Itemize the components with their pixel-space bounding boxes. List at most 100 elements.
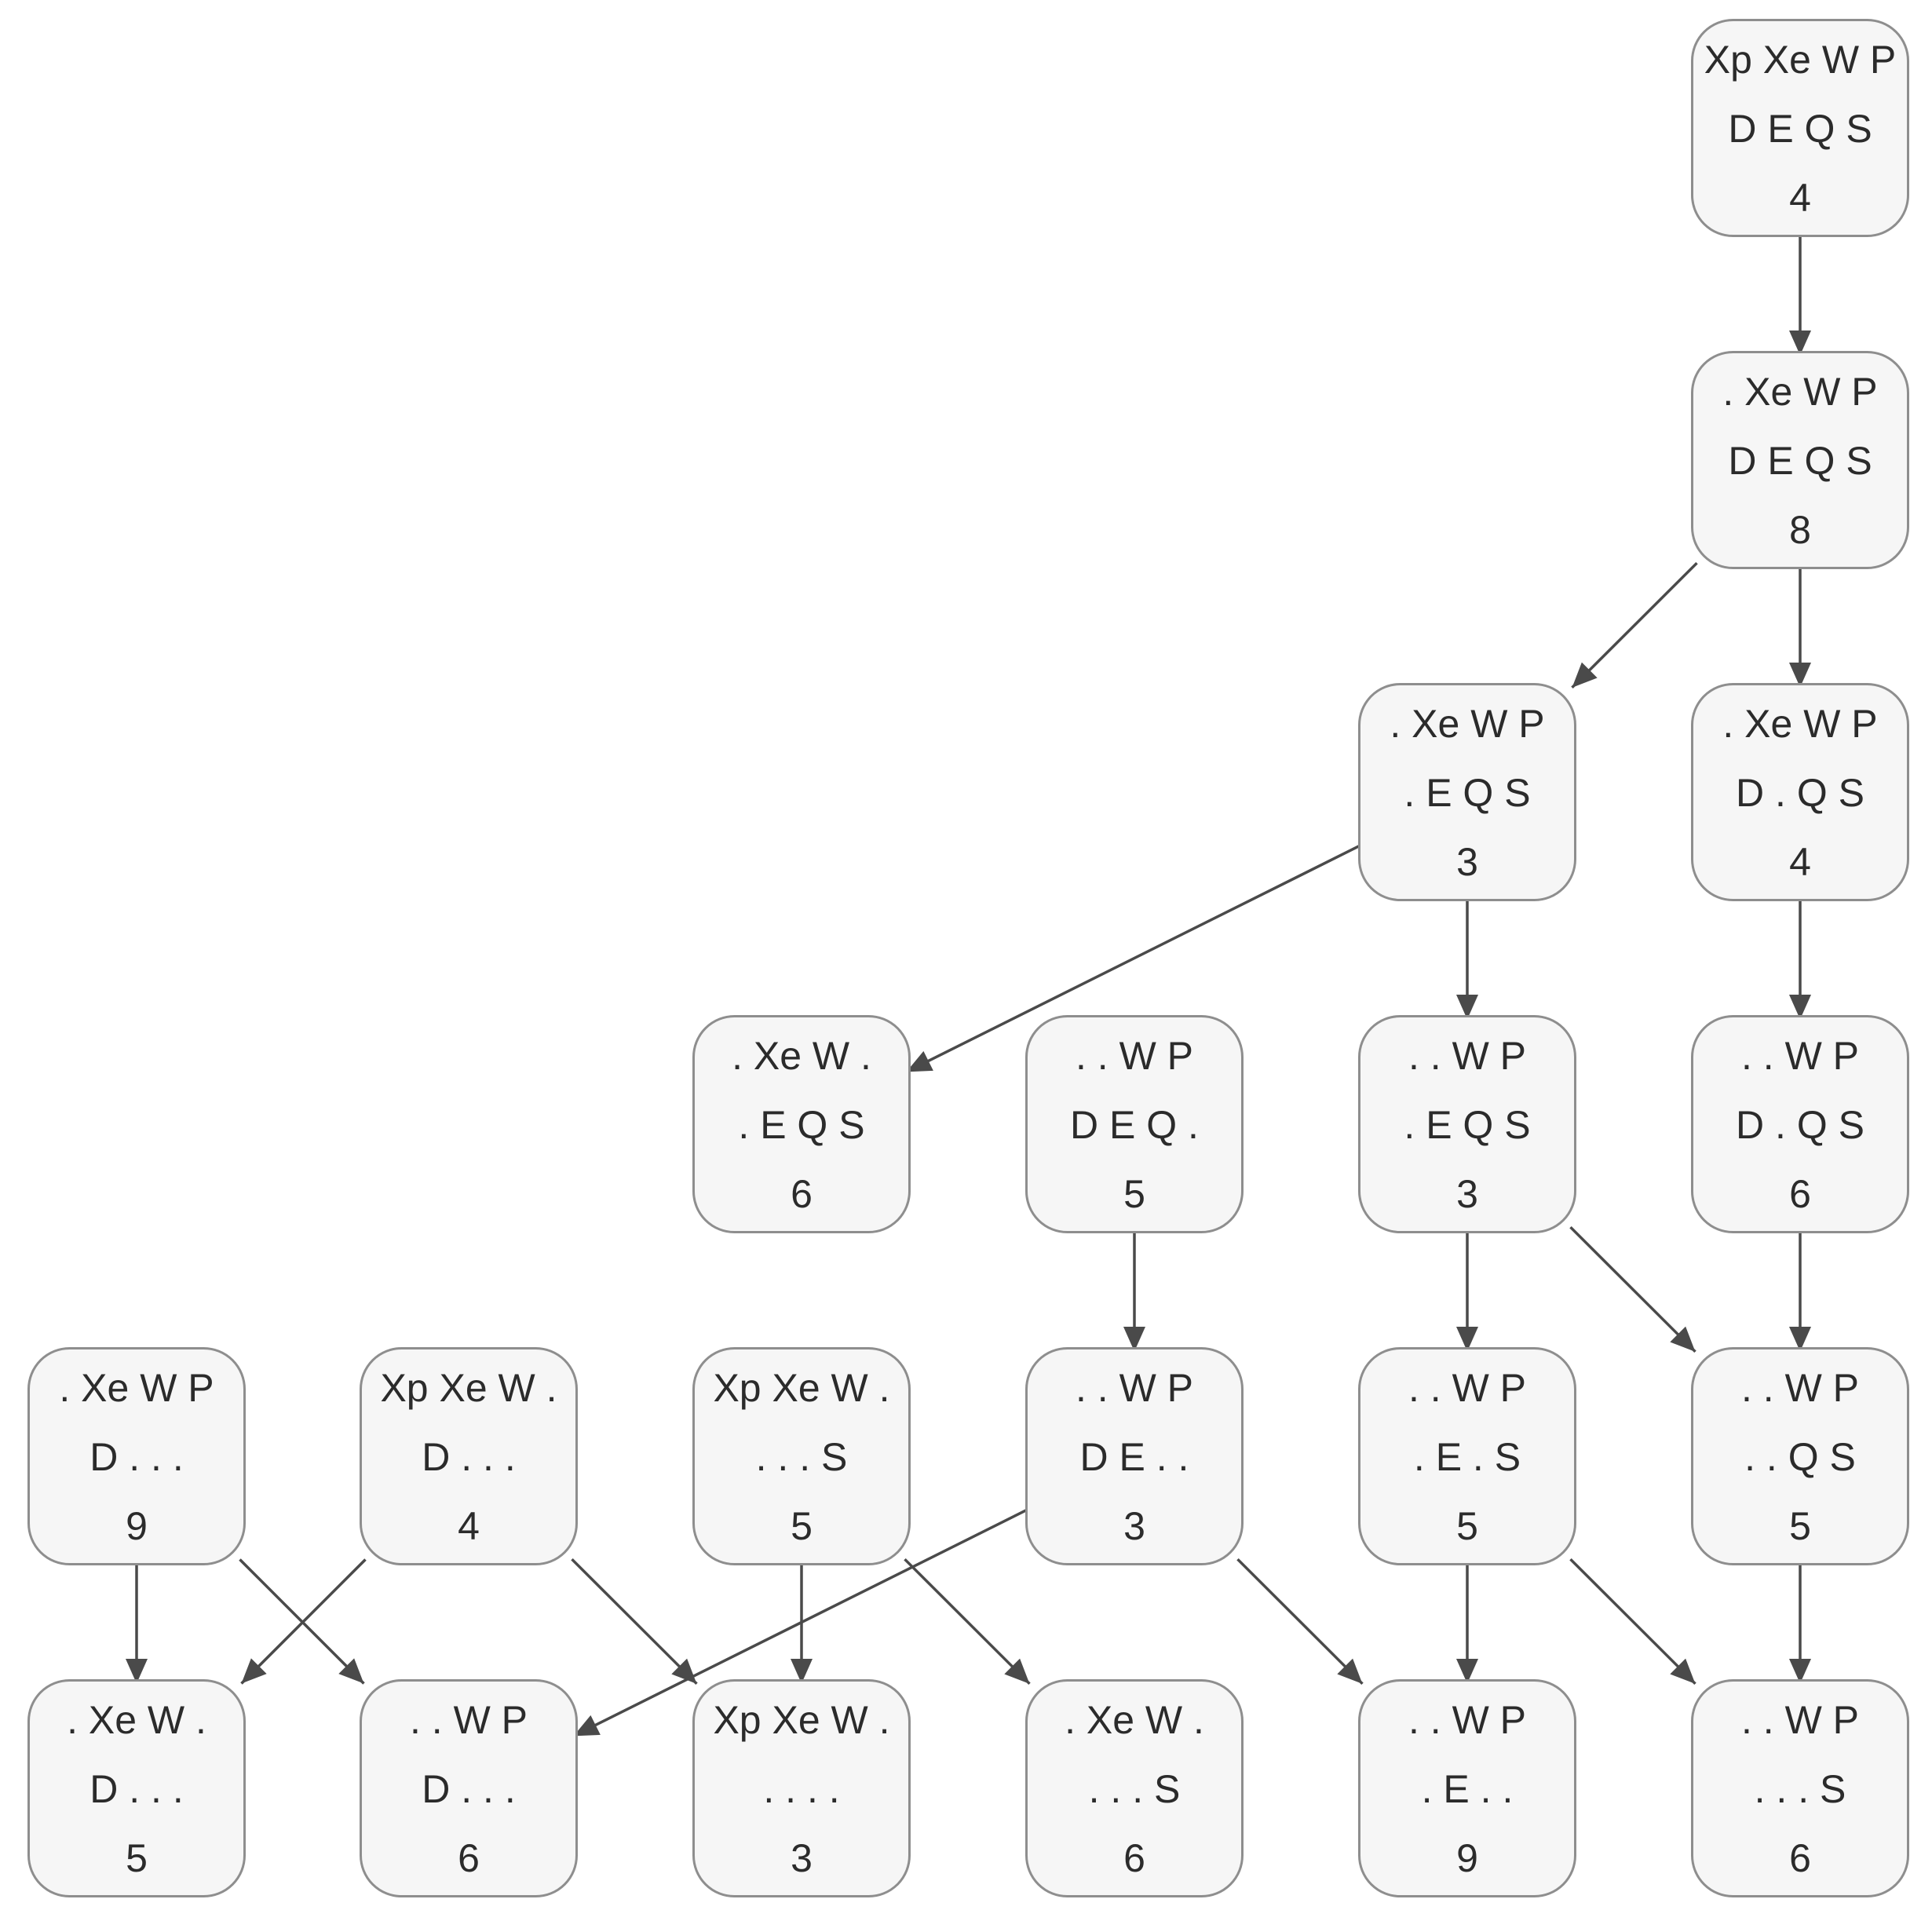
node-box	[692, 1679, 911, 1897]
node-box	[27, 1347, 246, 1565]
node-top-row: . . W P	[1408, 1034, 1526, 1078]
node-box	[692, 1347, 911, 1565]
node-bottom-row: D . . .	[422, 1767, 515, 1811]
node-top-row: . Xe W P	[1390, 702, 1544, 746]
node-box	[692, 1015, 911, 1233]
node-value: 6	[1123, 1836, 1145, 1880]
node-value: 6	[1789, 1172, 1811, 1216]
node-bottom-row: D . Q S	[1736, 1103, 1864, 1147]
state-node: . . W P D E Q . 5	[1025, 1015, 1244, 1233]
node-value: 3	[791, 1836, 813, 1880]
state-node: . . W P . E Q S 3	[1358, 1015, 1576, 1233]
node-value: 6	[791, 1172, 813, 1216]
state-node: . . W P . E . S 5	[1358, 1347, 1576, 1565]
node-box	[1025, 1679, 1244, 1897]
node-value: 5	[126, 1836, 148, 1880]
state-node: Xp Xe W . . . . . 3	[692, 1679, 911, 1897]
node-box	[1691, 1347, 1909, 1565]
nodes-layer: Xp Xe W PD E Q S4. Xe W PD E Q S8. Xe W …	[27, 19, 1909, 1897]
node-top-row: Xp Xe W .	[380, 1366, 557, 1410]
node-bottom-row: D E . .	[1080, 1435, 1189, 1479]
state-node: . . W P D E . . 3	[1025, 1347, 1244, 1565]
node-bottom-row: D E Q S	[1728, 439, 1872, 483]
node-top-row: . . W P	[1408, 1366, 1526, 1410]
state-node: . Xe W P D E Q S 8	[1691, 351, 1909, 569]
node-top-row: . Xe W P	[59, 1366, 214, 1410]
state-node: . Xe W . D . . . 5	[27, 1679, 246, 1897]
state-node: . Xe W .. . . S6	[1025, 1679, 1244, 1897]
node-value: 6	[458, 1836, 480, 1880]
node-bottom-row: D . . .	[89, 1435, 183, 1479]
node-box	[1691, 1015, 1909, 1233]
state-node: Xp Xe W . D . . . 4	[360, 1347, 578, 1565]
edge-n2-n4	[905, 842, 1365, 1073]
node-value: 3	[1456, 1172, 1478, 1216]
node-box	[360, 1347, 578, 1565]
node-value: 5	[1123, 1172, 1145, 1216]
node-top-row: . . W P	[410, 1698, 528, 1742]
node-box	[27, 1679, 246, 1897]
state-node: . Xe W P D . . . 9	[27, 1347, 246, 1565]
edge-n6-n13	[1569, 1225, 1696, 1353]
node-top-row: Xp Xe W .	[713, 1366, 889, 1410]
edge-n1-n2	[1571, 561, 1698, 689]
node-value: 9	[126, 1504, 148, 1548]
node-value: 5	[1789, 1504, 1811, 1548]
state-node: . . W P D . . . 6	[360, 1679, 578, 1897]
node-box	[1358, 683, 1576, 901]
edges-layer	[126, 231, 1811, 1737]
state-node: . Xe W PD . Q S4	[1691, 683, 1909, 901]
node-top-row: . . W P	[1741, 1034, 1859, 1078]
node-box	[1691, 683, 1909, 901]
node-box	[1691, 19, 1909, 237]
node-bottom-row: D . . .	[422, 1435, 515, 1479]
node-top-row: . . W P	[1741, 1366, 1859, 1410]
node-box	[1691, 351, 1909, 569]
node-value: 3	[1456, 840, 1478, 884]
node-bottom-row: . . . S	[756, 1435, 848, 1479]
node-top-row: . . W P	[1076, 1034, 1193, 1078]
node-value: 3	[1123, 1504, 1145, 1548]
node-value: 5	[1456, 1504, 1478, 1548]
node-value: 6	[1789, 1836, 1811, 1880]
node-value: 4	[458, 1504, 480, 1548]
state-node: . Xe W . . E Q S 6	[692, 1015, 911, 1233]
edge-n10-n17	[904, 1558, 1031, 1685]
state-node: . . W P . . . S 6	[1691, 1679, 1909, 1897]
node-box	[1025, 1015, 1244, 1233]
node-top-row: . . W P	[1741, 1698, 1859, 1742]
node-bottom-row: D . . .	[89, 1767, 183, 1811]
node-top-row: . . W P	[1076, 1366, 1193, 1410]
node-bottom-row: . . Q S	[1744, 1435, 1856, 1479]
edge-n11-n18	[1236, 1558, 1364, 1685]
node-value: 9	[1456, 1836, 1478, 1880]
node-bottom-row: . E Q S	[1404, 1103, 1530, 1147]
node-bottom-row: D E Q .	[1070, 1103, 1199, 1147]
state-node: . . W P . . Q S 5	[1691, 1347, 1909, 1565]
node-top-row: . Xe W P	[1722, 370, 1877, 414]
node-bottom-row: . . . .	[763, 1767, 839, 1811]
state-node: Xp Xe W . . . . S 5	[692, 1347, 911, 1565]
edge-n11-n15	[572, 1507, 1032, 1737]
node-box	[1358, 1015, 1576, 1233]
node-bottom-row: . E Q S	[738, 1103, 864, 1147]
node-bottom-row: . E . S	[1414, 1435, 1521, 1479]
node-bottom-row: . E . .	[1422, 1767, 1514, 1811]
node-box	[1358, 1679, 1576, 1897]
node-value: 5	[791, 1504, 813, 1548]
node-top-row: . Xe W .	[732, 1034, 871, 1078]
state-node: . . W P. E . .9	[1358, 1679, 1576, 1897]
node-bottom-row: . E Q S	[1404, 771, 1530, 815]
state-node: . Xe W P . E Q S 3	[1358, 683, 1576, 901]
node-bottom-row: D E Q S	[1728, 107, 1872, 151]
edge-n9-n16	[571, 1558, 698, 1685]
node-value: 4	[1789, 840, 1811, 884]
node-bottom-row: . . . S	[1755, 1767, 1846, 1811]
node-top-row: Xp Xe W .	[713, 1698, 889, 1742]
node-value: 4	[1789, 176, 1811, 220]
node-top-row: . Xe W .	[67, 1698, 206, 1742]
node-value: 8	[1789, 508, 1811, 552]
node-bottom-row: . . . S	[1089, 1767, 1181, 1811]
edge-n9-n14	[240, 1558, 367, 1685]
